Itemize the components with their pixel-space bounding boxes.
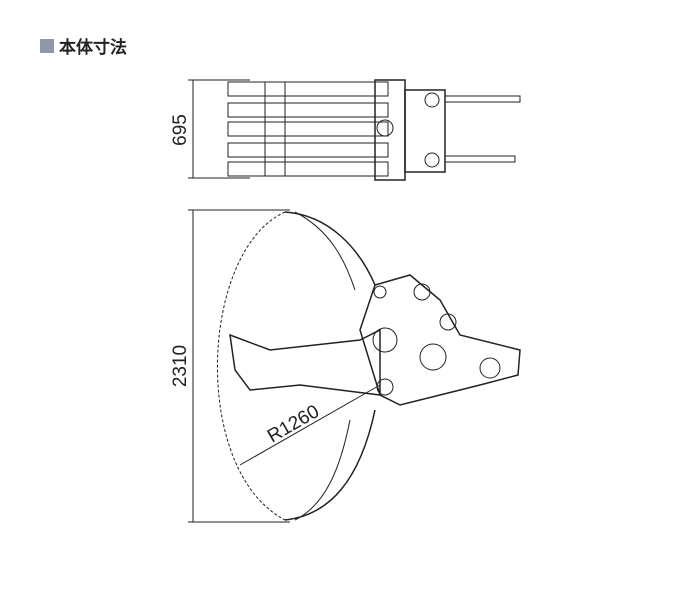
bullet-square-icon <box>40 38 54 53</box>
side-view <box>188 209 521 523</box>
section-title: 本体寸法 <box>40 33 127 58</box>
radius-dimension-label: R1260 <box>264 401 323 447</box>
height-dimension-label: 2310 <box>170 345 191 387</box>
section-title-text: 本体寸法 <box>59 38 127 58</box>
top-view <box>188 79 521 181</box>
width-dimension-label: 695 <box>170 114 191 146</box>
